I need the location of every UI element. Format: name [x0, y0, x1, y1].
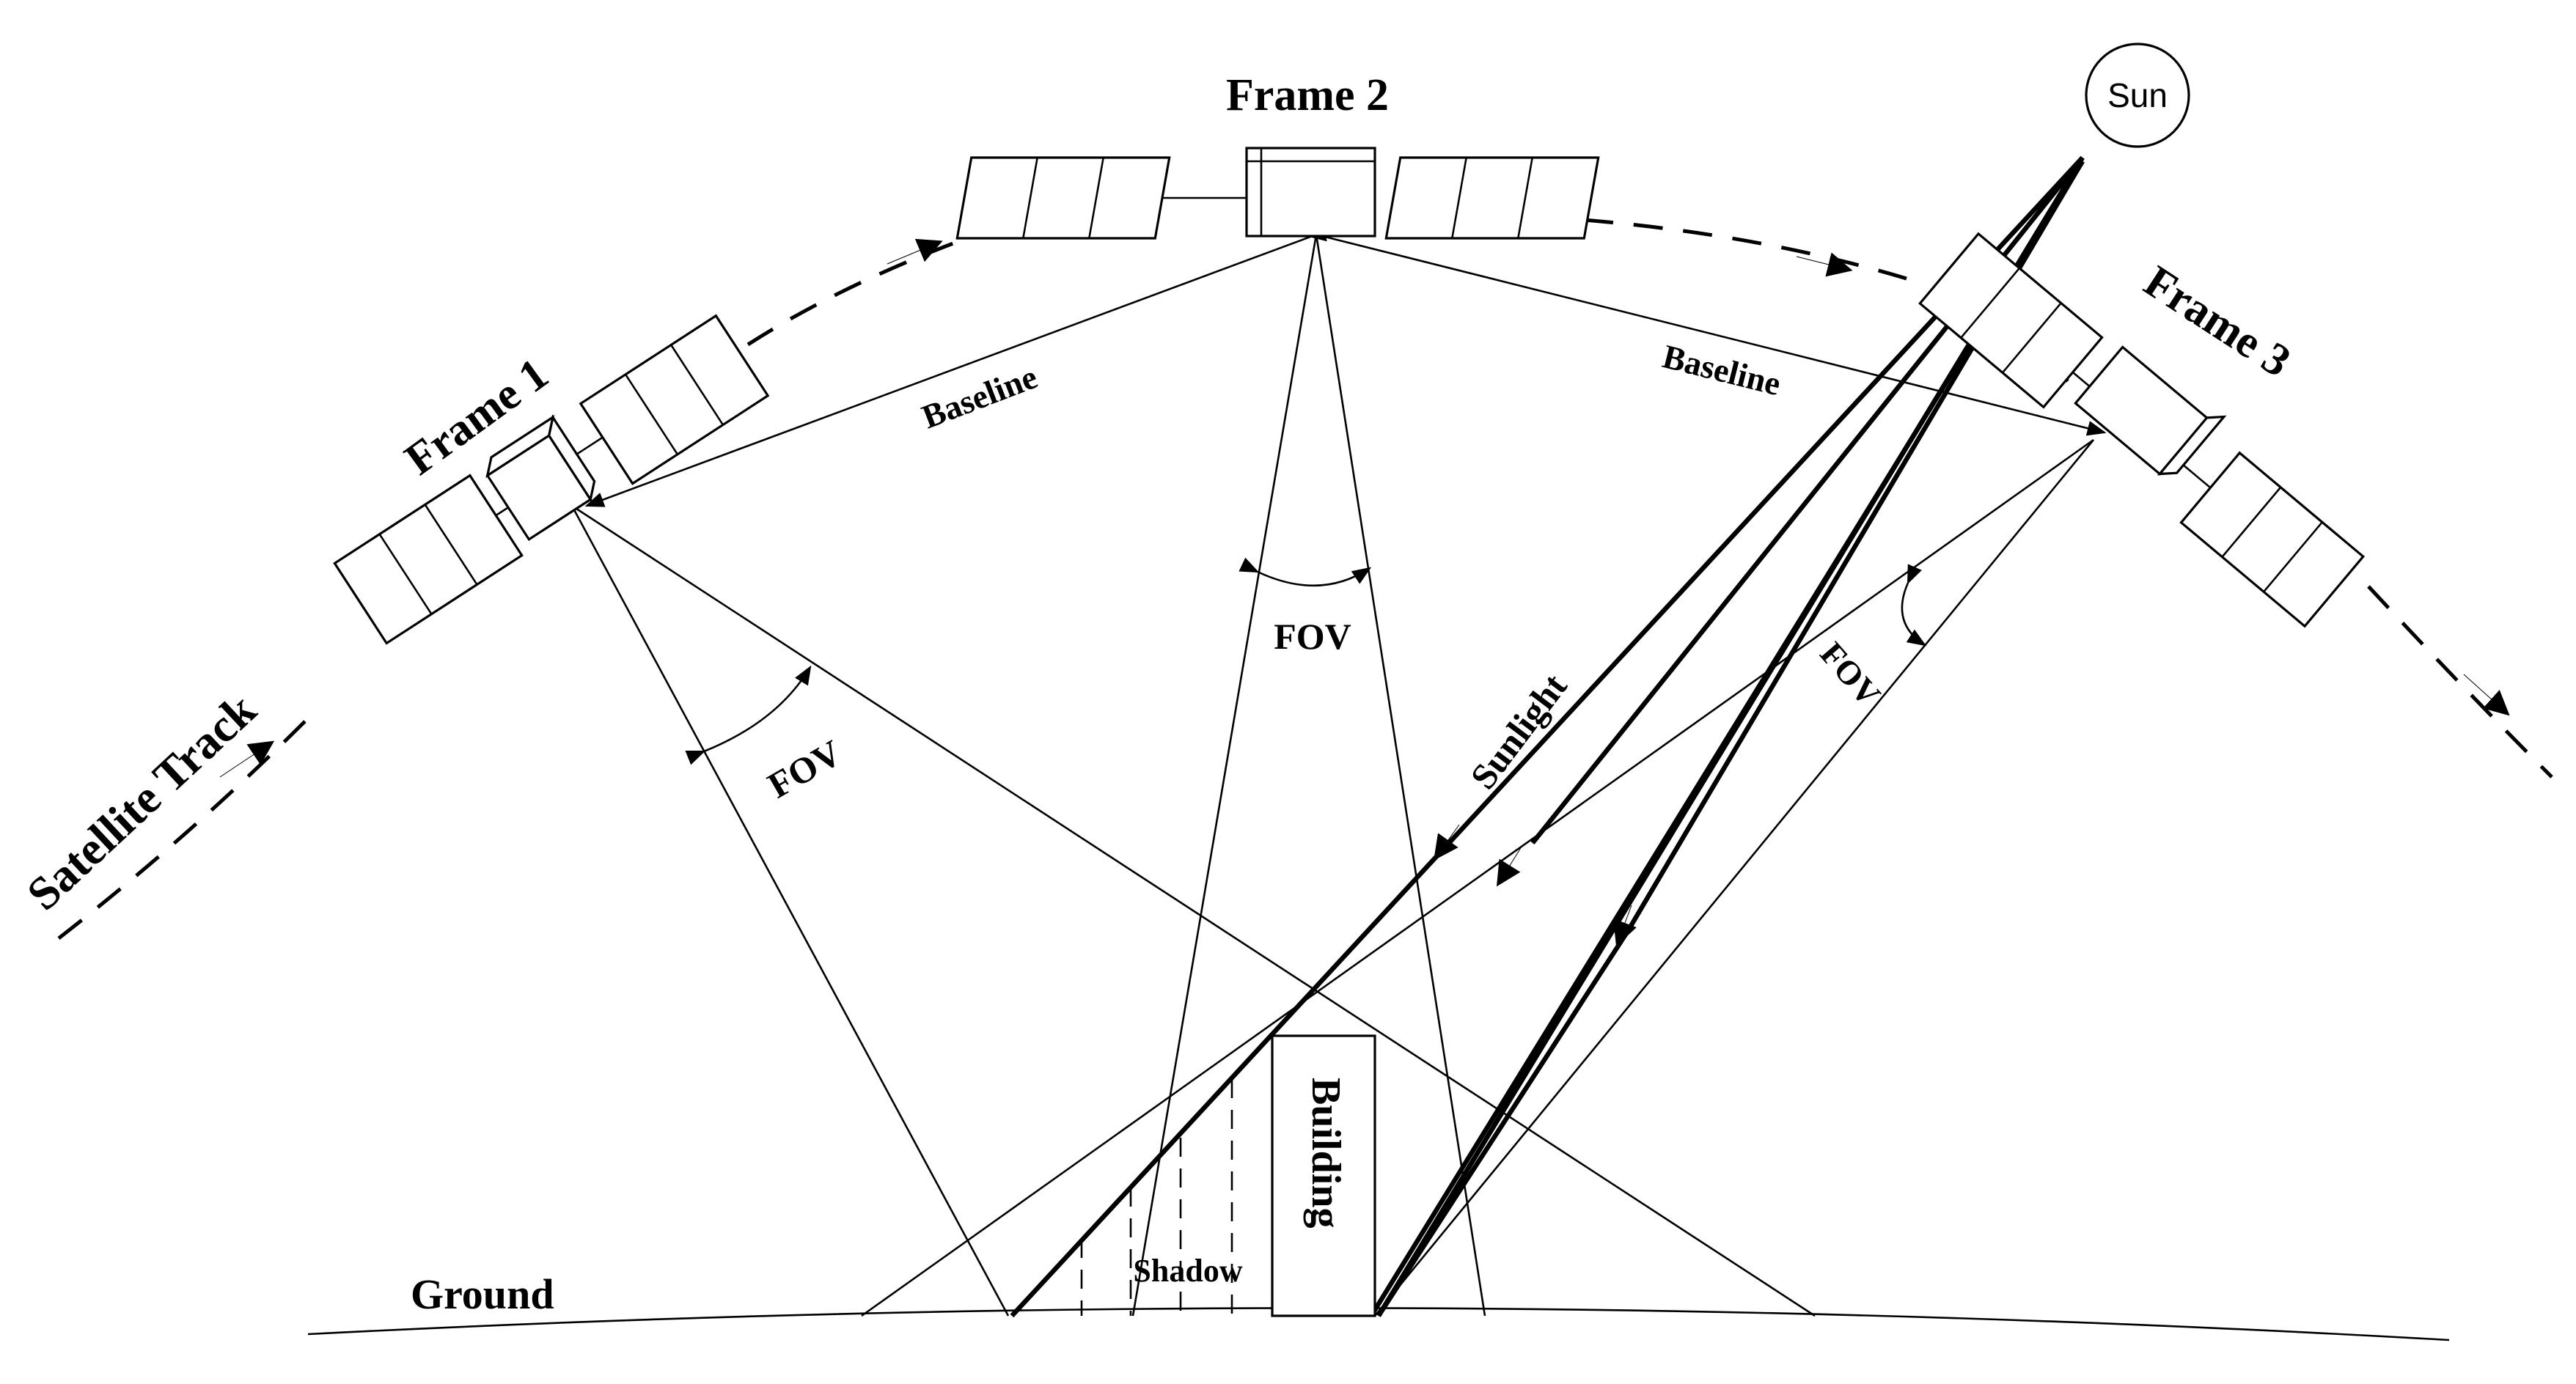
sun-icon: [2085, 43, 2190, 148]
satellite-frame3-icon: [1918, 232, 2366, 628]
ground-label: Ground: [411, 1270, 554, 1318]
satellite-track-label: Satellite Track: [17, 683, 265, 920]
baseline-left-label: Baseline: [917, 358, 1042, 435]
track-arrow-3: [1796, 252, 1853, 277]
track-arrow-4: [2463, 674, 2510, 716]
fov-left-label: FOV: [761, 732, 848, 806]
frame3-label: Frame 3: [2135, 257, 2299, 387]
shadow-label: Shadow: [1133, 1253, 1242, 1289]
building-label: Building: [1303, 1078, 1348, 1228]
fov-center-label: FOV: [1274, 616, 1351, 657]
fov-right-label: FOV: [1813, 635, 1887, 713]
track-arrow-2: [887, 238, 943, 265]
building: [1271, 1034, 1376, 1317]
sunlight-label: Sunlight: [1462, 666, 1575, 796]
satellite-frame1-icon: [333, 314, 770, 645]
sight-lines: [570, 226, 2107, 1317]
building-shadow-group: [1080, 1034, 1376, 1317]
track-arrow-1: [219, 740, 275, 778]
satellite-frame2-icon: [955, 147, 1600, 240]
fov-arcs: [685, 557, 1927, 765]
frame2-label: Frame 2: [1226, 70, 1389, 120]
baseline-left-line: [584, 233, 1317, 507]
baseline-right-line: [1315, 233, 2107, 436]
sunlight-rays: [1010, 155, 2085, 1318]
sun-label: Sun: [2107, 76, 2168, 114]
